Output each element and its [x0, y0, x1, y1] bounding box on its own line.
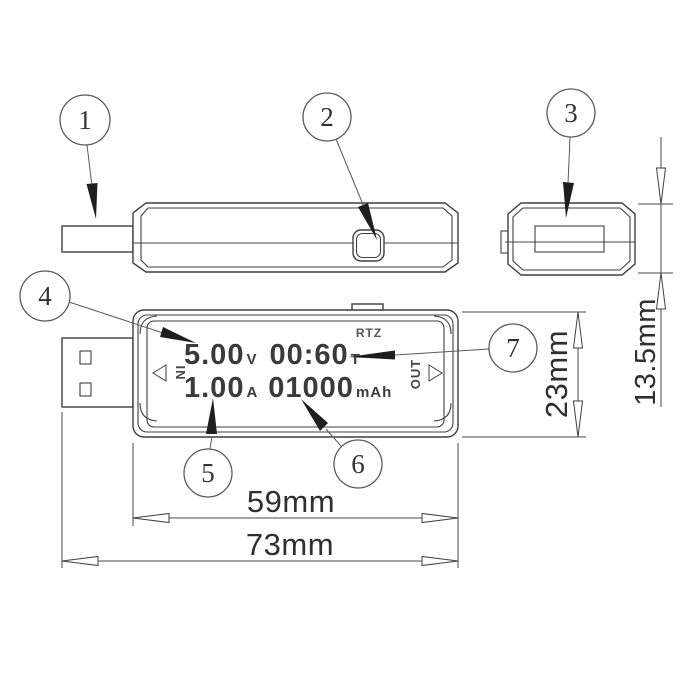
callout-7-arrow-icon	[348, 350, 395, 360]
output-label: OUT	[408, 359, 423, 389]
output-arrow-icon	[428, 364, 443, 382]
side-view	[61, 202, 459, 273]
lcd-capacity-value: 01000	[268, 372, 354, 404]
usb-plug-contact-bottom	[79, 382, 92, 397]
callout-6: 6	[301, 399, 383, 489]
side-view-button-inner	[355, 232, 382, 259]
front-view-body-outer	[132, 309, 459, 438]
lcd-voltage-value: 5.00	[184, 339, 244, 371]
callout-7-leader	[394, 348, 490, 356]
callout-6-number: 6	[351, 449, 365, 479]
callout-6-leader	[325, 428, 342, 447]
dim-arrow-up-icon	[572, 311, 584, 349]
callout-7: 7	[348, 323, 538, 373]
lcd-time-unit: T	[351, 351, 361, 368]
callout-5: 5	[183, 398, 233, 498]
callout-1-leader	[86, 144, 93, 187]
dimension-59mm-label: 59mm	[247, 484, 335, 519]
dimension-73mm-label: 73mm	[246, 527, 334, 562]
front-view-display-bezel	[146, 320, 445, 428]
callout-3-arrow-icon	[563, 182, 574, 218]
corner-piece-top-left	[139, 315, 158, 335]
callout-2: 2	[302, 92, 377, 240]
callout-1-number: 1	[78, 105, 92, 135]
dim-arrow-down-icon	[655, 167, 667, 205]
dimension-overall-width: 73mm	[61, 412, 459, 568]
dim-arrow-left-icon	[61, 555, 99, 567]
callout-1-balloon	[59, 94, 111, 146]
callout-2-arrow-icon	[358, 203, 377, 240]
usb-plug-contact-top	[79, 350, 92, 365]
lcd-time-value: 00:60	[269, 339, 348, 371]
callout-5-balloon	[183, 448, 233, 498]
input-label: IN	[173, 366, 188, 381]
callout-2-number: 2	[320, 102, 334, 132]
side-view-button-outer	[352, 229, 385, 262]
callout-2-leader	[335, 138, 365, 208]
callout-4-arrow-icon	[160, 327, 196, 343]
lcd-voltage-unit: V	[246, 351, 257, 368]
callout-3-leader	[567, 136, 571, 185]
dim-arrow-right-icon	[421, 555, 459, 567]
callout-4-number: 4	[38, 281, 52, 311]
corner-piece-bottom-right	[433, 402, 452, 422]
front-view-body-inner	[137, 314, 454, 433]
side-view-body-outer	[132, 202, 459, 273]
end-view-body-inner	[512, 207, 631, 271]
input-arrow-icon	[152, 364, 167, 382]
callout-2-balloon	[302, 92, 352, 142]
callout-5-leader	[209, 435, 213, 450]
callout-1: 1	[59, 94, 111, 219]
end-view-usb-port	[534, 225, 605, 253]
callout-5-arrow-icon	[206, 398, 217, 434]
lcd-reset-label: RTZ	[356, 326, 382, 340]
callout-6-balloon	[333, 439, 383, 489]
side-view-usb-plug	[61, 225, 134, 253]
dim-arrow-right-icon	[421, 512, 459, 524]
side-view-body-inner	[140, 207, 453, 268]
dim-arrow-up-icon	[655, 272, 667, 310]
lcd-capacity-unit: mAh	[356, 384, 392, 401]
lcd-current-value: 1.00	[184, 372, 244, 404]
callout-3: 3	[546, 88, 596, 218]
callout-7-balloon	[488, 323, 538, 373]
callout-7-number: 7	[506, 333, 520, 363]
callout-3-number: 3	[564, 98, 578, 128]
end-view-body-outer	[507, 202, 636, 276]
dimension-23mm-label: 23mm	[539, 330, 574, 418]
dimension-front-height: 23mm	[462, 311, 586, 438]
dimension-13-5mm-label: 13.5mm	[630, 298, 662, 406]
dimension-body-width: 59mm	[132, 443, 459, 526]
callout-4: 4	[19, 270, 196, 343]
corner-piece-bottom-left	[139, 402, 158, 422]
dimension-side-height: 13.5mm	[630, 137, 673, 407]
callout-5-number: 5	[201, 458, 215, 488]
callout-1-arrow-icon	[86, 183, 98, 219]
front-view-usb-plug	[61, 337, 134, 408]
dim-arrow-left-icon	[132, 512, 170, 524]
callout-4-leader	[68, 301, 164, 334]
callout-3-balloon	[546, 88, 596, 138]
callout-6-arrow-icon	[301, 399, 328, 431]
dim-arrow-down-icon	[572, 400, 584, 438]
lcd-current-unit: A	[246, 384, 258, 401]
callout-4-balloon	[19, 270, 71, 322]
end-view	[500, 202, 636, 276]
corner-piece-top-right	[433, 315, 452, 335]
